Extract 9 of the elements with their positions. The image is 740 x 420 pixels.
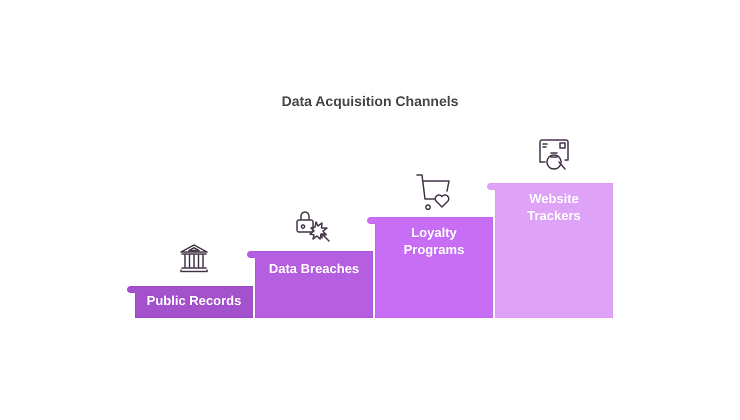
step-block xyxy=(247,251,373,318)
step-label: Website Trackers xyxy=(526,190,582,224)
step-label: Loyalty Programs xyxy=(402,224,466,258)
step-label: Public Records xyxy=(146,292,242,309)
diagram-title: Data Acquisition Channels xyxy=(282,93,458,109)
step-block xyxy=(487,183,613,318)
step-block xyxy=(127,286,253,318)
step-label: Data Breaches xyxy=(268,260,360,277)
step-block xyxy=(367,217,493,318)
